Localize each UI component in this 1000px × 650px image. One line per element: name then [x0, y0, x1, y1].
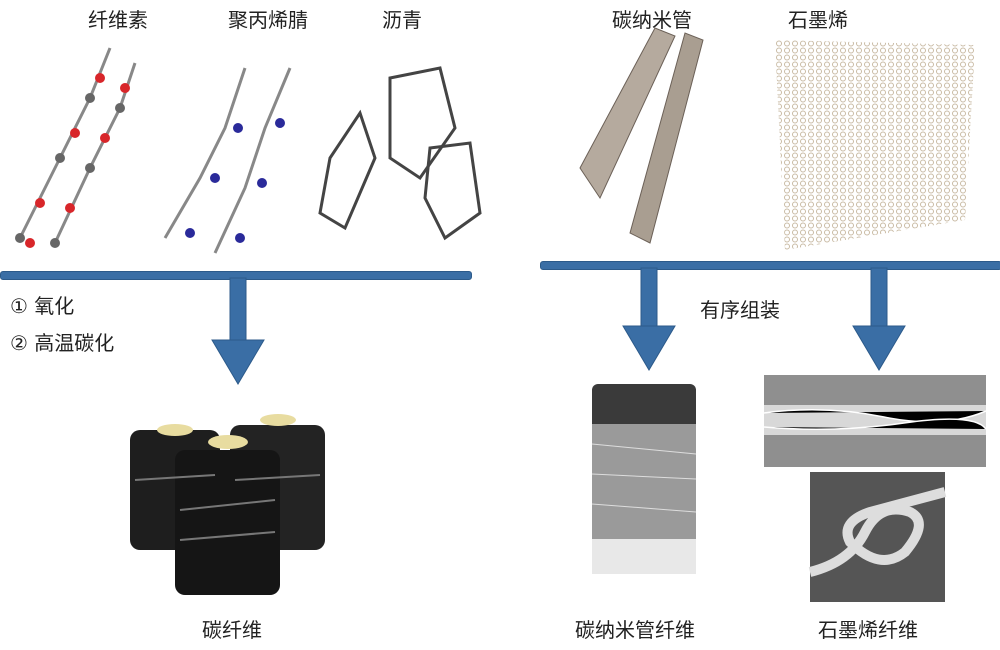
- pitch-molecules: [318, 66, 482, 241]
- step-carbonization: ② 高温碳化: [10, 331, 115, 355]
- step-oxidation: ① 氧化: [10, 294, 75, 318]
- label-graphene: 石墨烯: [788, 8, 848, 32]
- assembly-label: 有序组装: [700, 298, 780, 322]
- precursor-molecules-illustration: [15, 47, 482, 254]
- graphene-fiber-sem-image: [763, 375, 987, 467]
- label-pitch: 沥青: [382, 8, 422, 32]
- arrow-down-icon: [622, 267, 676, 371]
- carbon-fiber-spools-illustration: [130, 414, 325, 595]
- nanomaterial-bar: [540, 261, 1000, 270]
- arrow-down-icon: [211, 277, 265, 385]
- pan-molecule: [163, 67, 292, 254]
- label-cnt-fiber: 碳纳米管纤维: [575, 618, 695, 642]
- label-pan: 聚丙烯腈: [228, 8, 308, 32]
- label-carbon-fiber: 碳纤维: [202, 618, 262, 642]
- cellulose-molecule: [18, 47, 137, 244]
- graphene-sheet-illustration: [775, 40, 975, 250]
- label-cnt: 碳纳米管: [612, 8, 692, 32]
- cnt-fiber-sem-image: [591, 384, 697, 574]
- graphene-fiber-knot-image: [808, 472, 947, 602]
- label-cellulose: 纤维素: [88, 8, 148, 32]
- label-graphene-fiber: 石墨烯纤维: [818, 618, 918, 642]
- arrow-down-icon: [852, 267, 906, 371]
- carbon-nanotubes-illustration: [579, 27, 704, 244]
